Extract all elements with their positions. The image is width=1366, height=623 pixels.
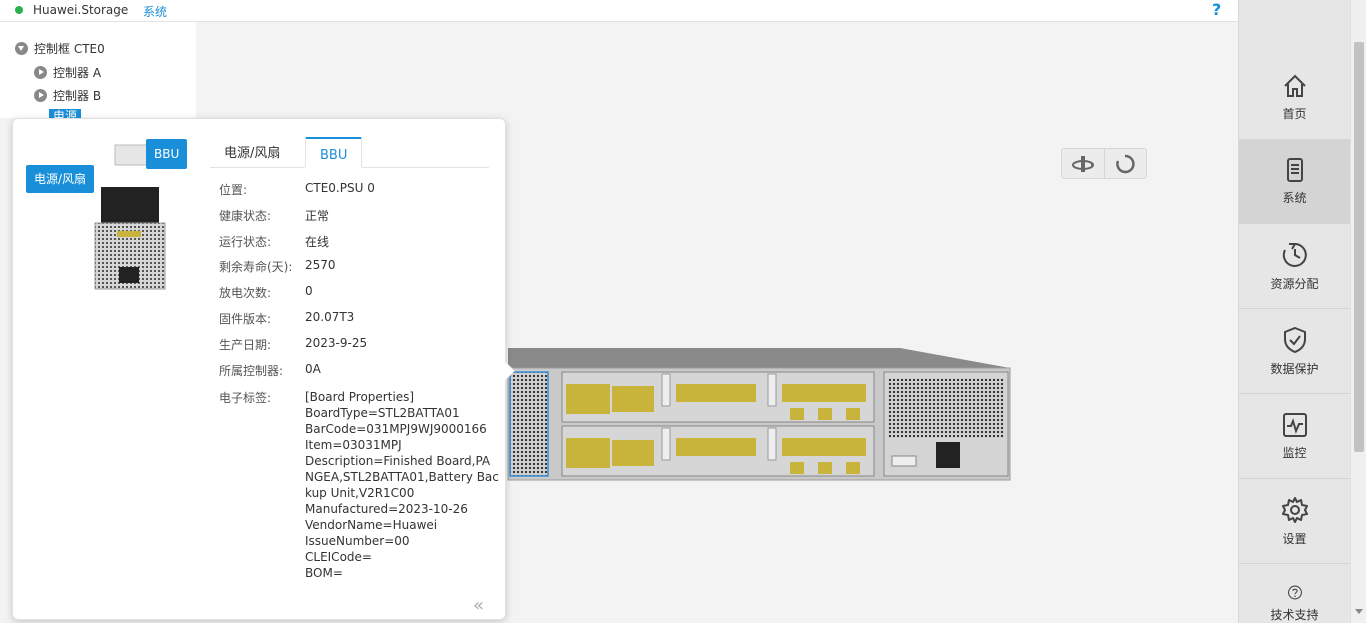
tab-bbu[interactable]: BBU [305,137,363,168]
settings-icon [1281,497,1308,523]
tree-expand-icon[interactable] [15,42,28,55]
prop-key: 所属控制器: [219,363,284,378]
breadcrumb-separator: › [117,2,122,16]
right-nav: 首页 系统 资源分配 数据保护 监控 [1238,0,1350,623]
home-icon [1283,74,1306,97]
label-line: Item=03031MPJ [305,438,402,452]
prop-key: 固件版本: [219,311,272,326]
prop-value: 2570 [305,258,336,273]
rotate-view-button[interactable] [1062,149,1104,178]
bbu-callout: BBU [146,139,188,169]
nav-item-monitor[interactable]: 监控 [1239,395,1350,479]
scrollbar-thumb[interactable] [1354,42,1364,452]
label-line: NGEA,STL2BATTA01,Battery Bac [305,470,499,484]
component-detail-popup: BBU 电源/风扇 电源/风扇 BBU 位置: CTE0.PSU 0 健康状态: 正… [12,118,506,620]
nav-label: 监控 [1282,446,1307,460]
prop-key: 运行状态: [219,234,272,249]
nav-label: 系统 [1282,191,1307,205]
status-dot-icon [15,6,23,14]
label-line: kup Unit,V2R1C00 [305,486,415,500]
prop-remaining-life: 剩余寿命(天): 2570 [219,258,499,284]
prop-value: 0 [305,284,313,299]
breadcrumb-root[interactable]: Huawei.Storage [33,3,129,17]
view-controls [1061,148,1147,179]
tree-node-label: 控制器 B [53,89,102,103]
tree-collapse-icon[interactable] [34,89,47,102]
breadcrumb-current: 系统 [143,5,168,19]
data-protection-icon [1283,326,1306,354]
resource-allocation-icon [1282,243,1307,267]
psu-fan-callout: 电源/风扇 [26,165,95,193]
label-line: IssueNumber=00 [305,534,410,548]
nav-label: 首页 [1282,107,1307,121]
detail-tabs: 电源/风扇 BBU [210,137,489,168]
tree-collapse-icon[interactable] [34,66,47,79]
label-line: BarCode=031MPJ9WJ9000166 [305,422,487,436]
prop-key: 剩余寿命(天): [219,260,293,275]
nav-item-system[interactable]: 系统 [1239,140,1350,224]
label-line: BOM= [305,566,343,580]
prop-value: 2023-9-25 [305,335,368,350]
storage-enclosure-image[interactable] [500,346,1012,482]
prop-value: 正常 [305,208,330,223]
tree-node-label: 控制器 A [53,66,102,80]
prop-key: 位置: [219,183,248,197]
psu-module-image [94,144,166,290]
prop-key: 电子标签: [219,391,272,405]
nav-label: 资源分配 [1270,277,1319,291]
label-line: BoardType=STL2BATTA01 [305,406,460,420]
rotate-3d-icon [1071,155,1094,172]
scroll-down-arrow-icon[interactable] [1355,609,1363,614]
nav-label: 数据保护 [1270,362,1319,376]
popup-pointer [505,362,514,380]
label-line: CLEICode= [305,550,372,564]
prop-value: 0A [305,361,321,376]
prop-key: 健康状态: [219,208,272,223]
prop-manufacture-date: 生产日期: 2023-9-25 [219,336,499,362]
help-icon[interactable]: ? [1212,0,1222,19]
vertical-scrollbar[interactable] [1350,0,1366,623]
label-line: VendorName=Huawei [305,518,438,532]
tree-node-controller-a[interactable]: 控制器 A [34,64,101,81]
prop-value: 在线 [305,234,330,249]
prop-firmware: 固件版本: 20.07T3 [219,310,499,336]
device-tree: 控制框 CTE0 控制器 A 控制器 B [0,22,196,118]
nav-item-data-protection[interactable]: 数据保护 [1239,310,1350,394]
top-bar: Huawei.Storage › 系统 ? [0,0,1238,22]
prop-value: 20.07T3 [305,309,355,324]
prop-key: 放电次数: [219,286,272,301]
tree-node-controller-b[interactable]: 控制器 B [34,87,101,104]
system-icon [1286,158,1303,182]
refresh-icon [1116,154,1136,173]
prop-value: CTE0.PSU 0 [305,181,375,195]
monitor-icon [1282,413,1307,437]
prop-key: 生产日期: [219,337,272,352]
prop-location: 位置: CTE0.PSU 0 [219,181,499,207]
tab-psu-fan[interactable]: 电源/风扇 [224,146,281,161]
tree-node-enclosure[interactable]: 控制框 CTE0 [15,40,105,57]
nav-item-settings[interactable]: 设置 [1239,480,1350,564]
tree-node-label: 控制框 CTE0 [34,42,105,56]
prop-discharge-count: 放电次数: 0 [219,284,499,310]
property-list: 位置: CTE0.PSU 0 健康状态: 正常 运行状态: 在线 剩余寿命(天): 25… [219,181,499,387]
prop-owning-controller: 所属控制器: 0A [219,362,499,388]
nav-item-resource-allocation[interactable]: 资源分配 [1239,225,1350,309]
electronic-label-lines: [Board Properties] BoardType=STL2BATTA01… [305,389,499,581]
nav-item-home[interactable]: 首页 [1239,56,1350,140]
prop-health: 健康状态: 正常 [219,207,499,233]
label-line: Manufactured=2023-10-26 [305,502,468,516]
nav-label: 设置 [1282,532,1307,546]
label-line: Description=Finished Board,PA [305,454,491,468]
prop-running: 运行状态: 在线 [219,233,499,259]
nav-item-technical-support[interactable]: 技术支持 [1239,565,1350,623]
nav-label: 技术支持 [1270,608,1319,622]
help-circle-icon [1287,585,1302,600]
collapse-panel-icon[interactable]: « [473,595,484,616]
label-line: [Board Properties] [305,390,415,404]
reset-view-button[interactable] [1103,149,1146,178]
